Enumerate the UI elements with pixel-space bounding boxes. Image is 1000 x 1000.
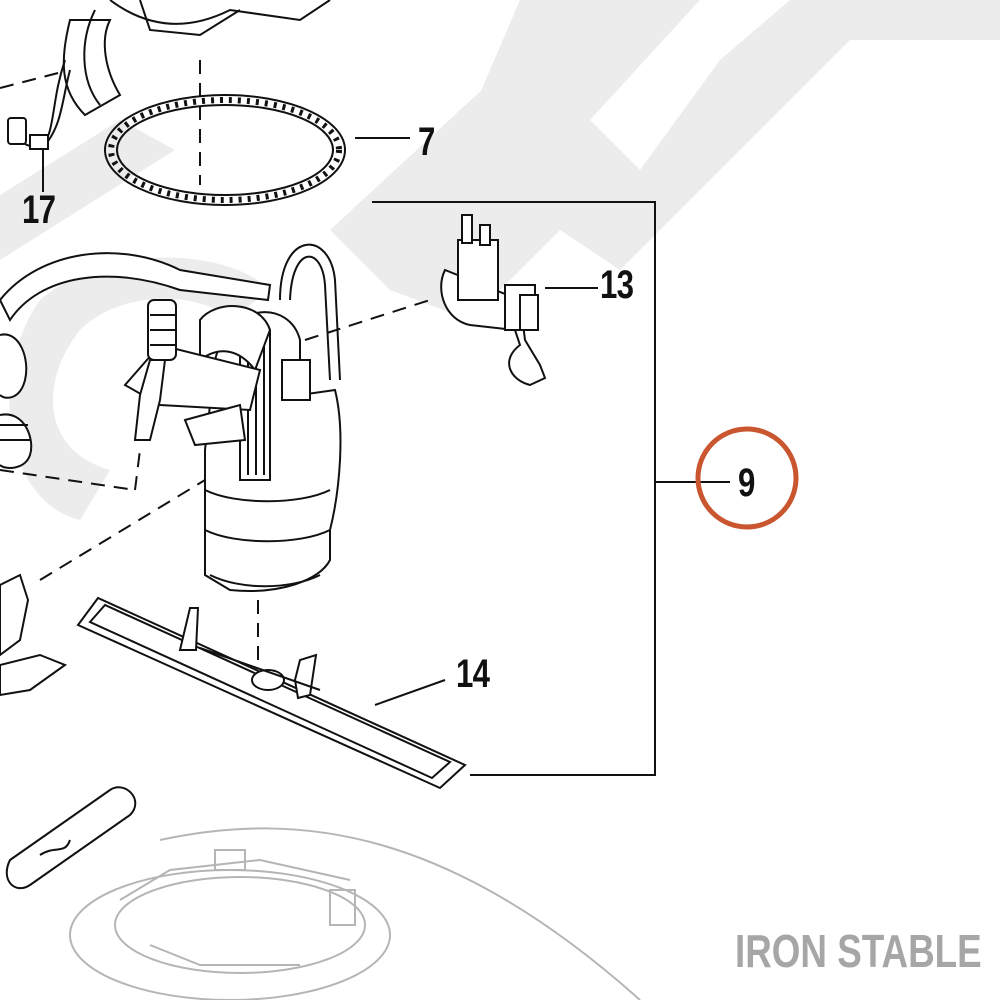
callout-17: 17 xyxy=(22,188,56,232)
filter-14 xyxy=(76,596,467,790)
sender-assembly-13 xyxy=(440,214,598,387)
connector-harness-17 xyxy=(7,0,331,192)
callout-9: 9 xyxy=(738,461,755,505)
lock-ring-faded xyxy=(69,827,641,1000)
callout-13: 13 xyxy=(600,263,634,307)
callout-7: 7 xyxy=(418,120,435,164)
clip-part-left xyxy=(0,573,68,697)
fuel-pump-module xyxy=(0,243,342,592)
leader-dashed xyxy=(0,60,431,665)
seal-ring-7 xyxy=(104,94,410,206)
highlight-circle xyxy=(695,426,799,530)
tube-part-bottom-left xyxy=(5,786,137,890)
brand-logo-text: IRON STABLE xyxy=(735,925,982,977)
callout-14: 14 xyxy=(456,652,490,696)
assembly-bracket-9 xyxy=(372,201,730,776)
